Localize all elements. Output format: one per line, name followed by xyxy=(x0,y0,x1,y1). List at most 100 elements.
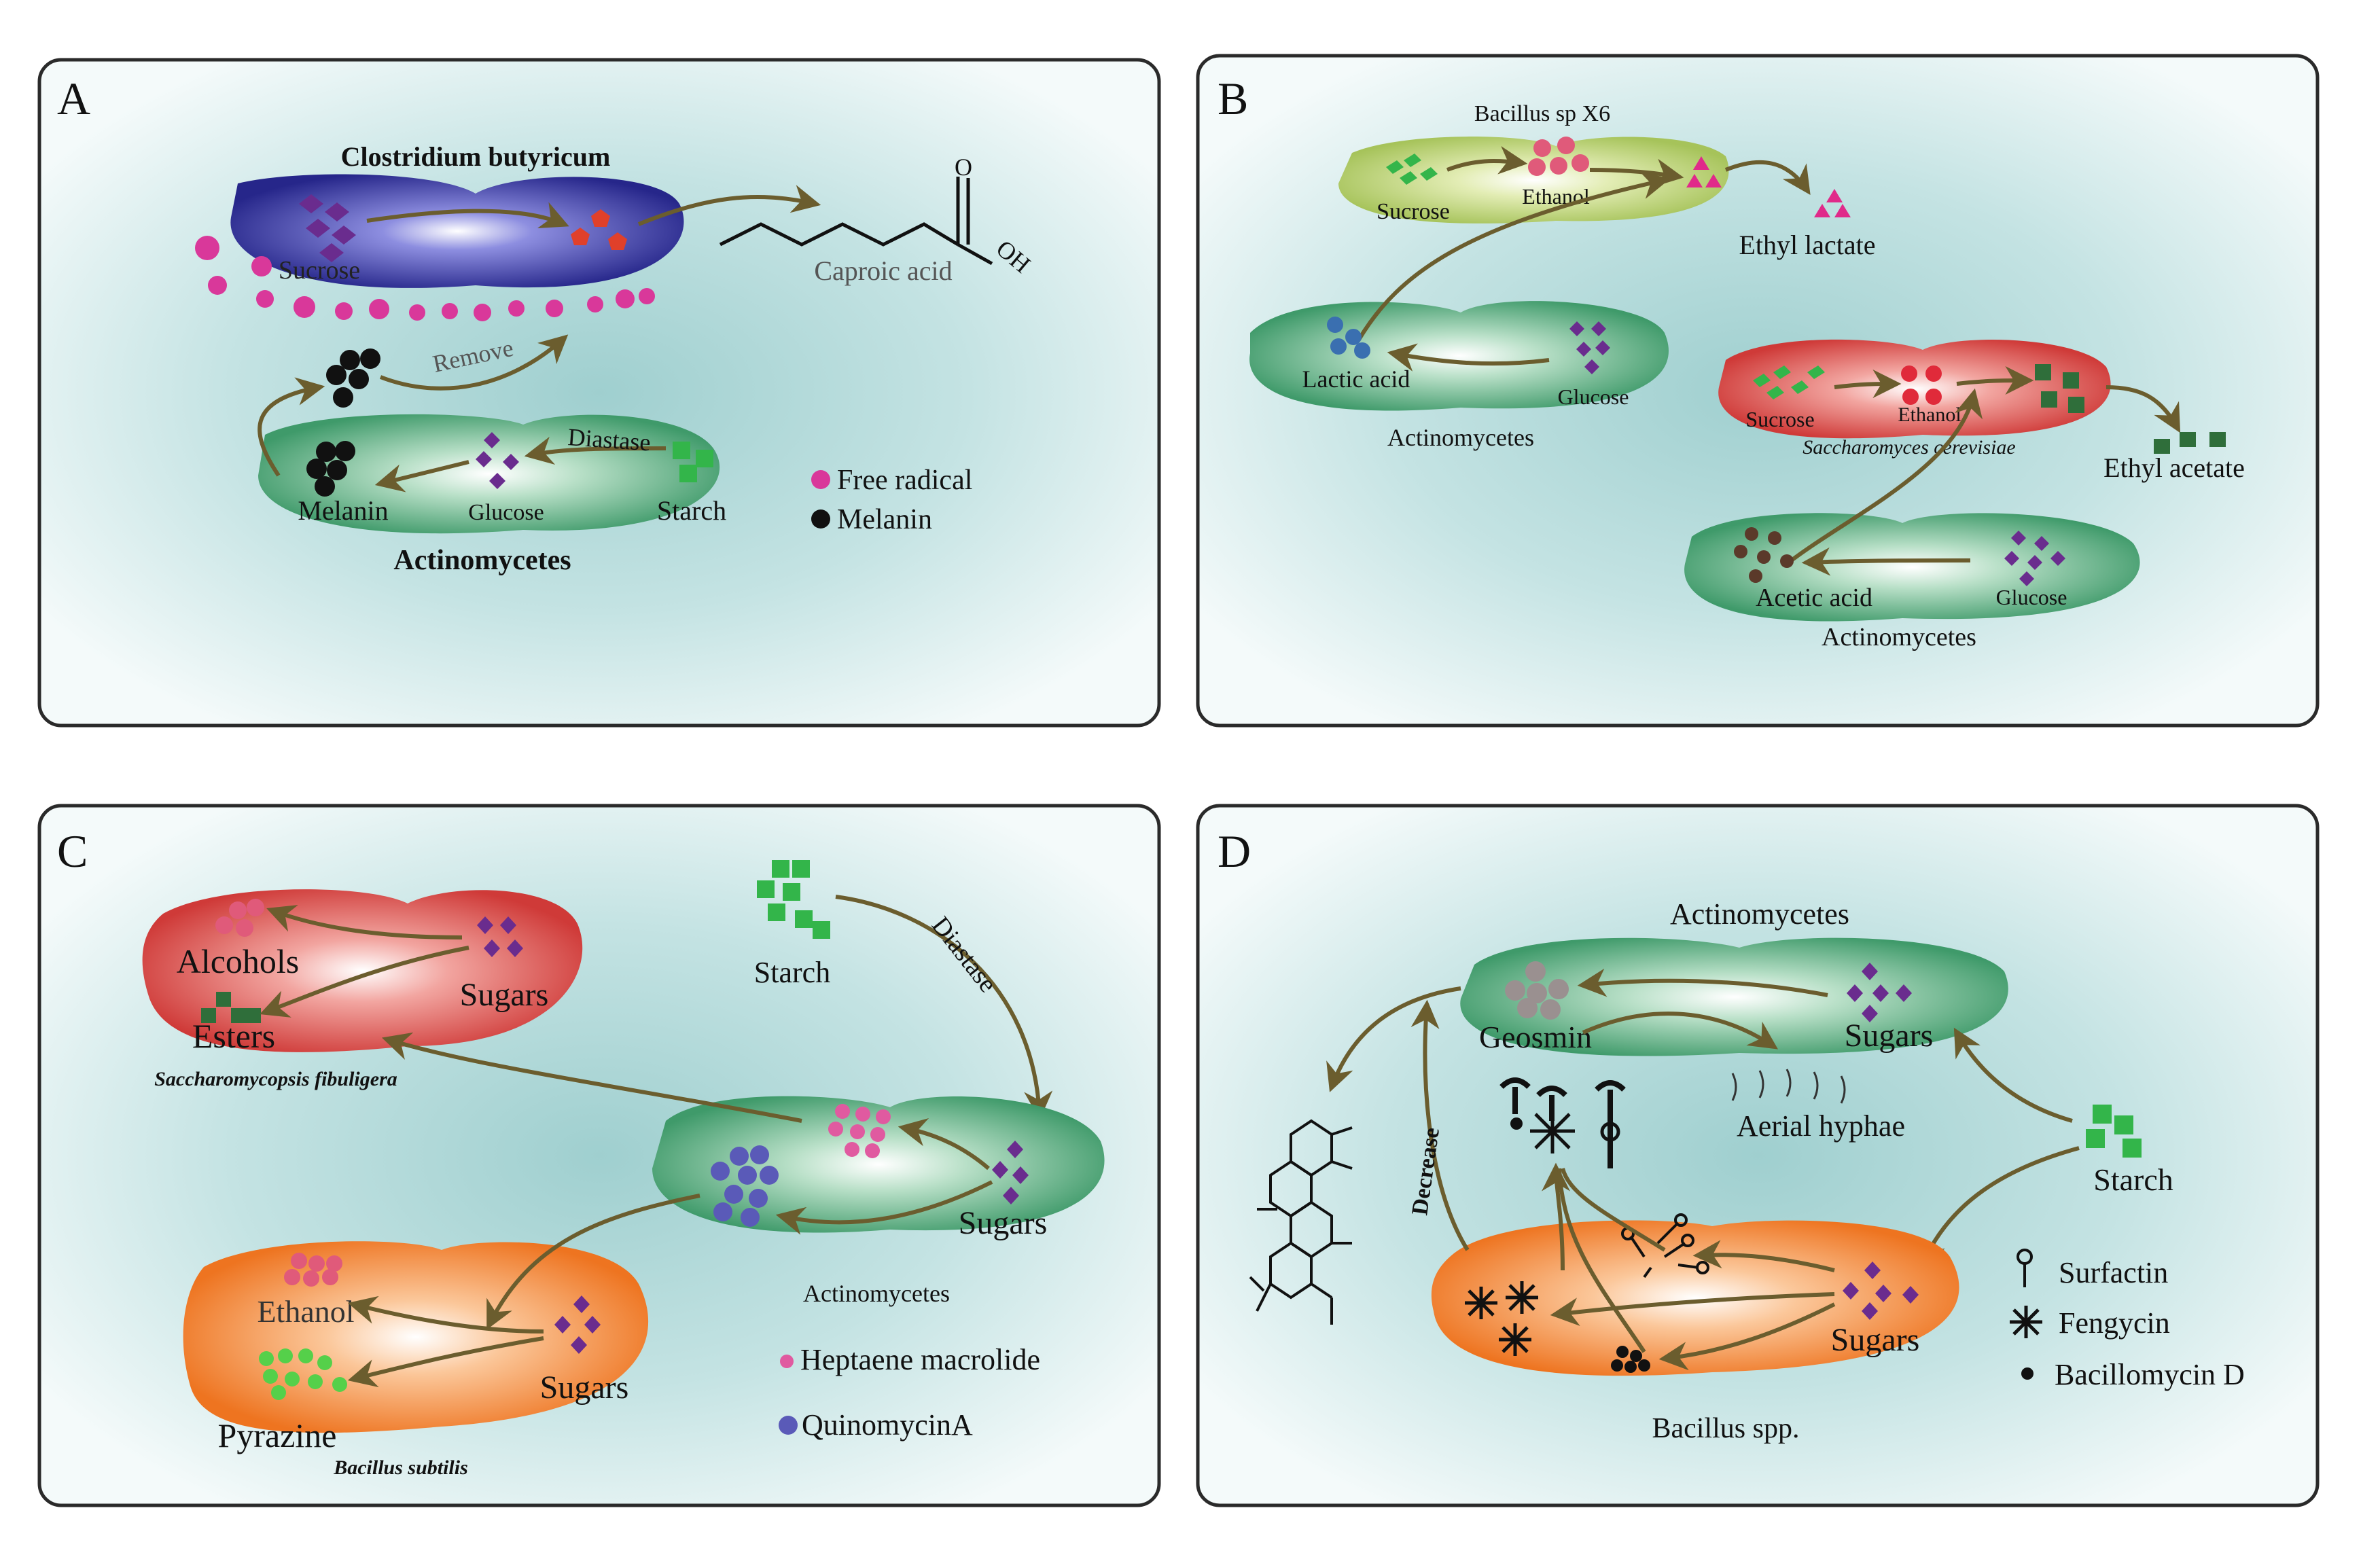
ethyl-lactate-triangles-in-icon xyxy=(1686,156,1722,187)
bacillus-x6-label: Bacillus sp X6 xyxy=(1474,101,1610,126)
starch-label-a: Starch xyxy=(657,495,726,526)
ethanol-label-c: Ethanol xyxy=(257,1294,354,1329)
arrow-sugars-quinomycin xyxy=(775,1180,993,1235)
fengycin-burst-top-icon xyxy=(1530,1109,1575,1153)
sugars-label-c2: Sugars xyxy=(959,1205,1048,1241)
sucrose-label-b1: Sucrose xyxy=(1377,199,1450,224)
pyrazine-label: Pyrazine xyxy=(218,1416,337,1454)
arrow-actino-to-bacillus-c xyxy=(486,1194,700,1330)
ethyl-acetate-squares-out-icon xyxy=(2154,432,2226,454)
arrow-sugars-geosmin xyxy=(1577,968,1828,997)
quinomycin-dots-cluster-icon xyxy=(711,1145,779,1227)
glucose-label-a: Glucose xyxy=(468,500,544,525)
aerial-hyphae-marks xyxy=(1731,1069,1846,1104)
arrow-starch-sugars-top xyxy=(1953,1027,2073,1123)
pink-dot-icon xyxy=(780,1355,794,1368)
diastase-label-a: Diastase xyxy=(567,423,651,456)
arrow-actino-to-yeast-c xyxy=(381,1032,802,1123)
sucrose-label-b2: Sucrose xyxy=(1745,407,1814,431)
sugars-diamonds-c2-icon xyxy=(992,1141,1029,1204)
arrow-starch-sugars-bottom xyxy=(1919,1146,2080,1269)
saccharomycopsis-label: Saccharomycopsis fibuligera xyxy=(154,1068,397,1090)
arrow-remove xyxy=(379,334,569,391)
arrow-glucose-lactic xyxy=(1387,343,1550,372)
panel-b: B Bacillus sp X6 Sucrose Ethanol Ethyl l… xyxy=(1196,54,2320,728)
arrow-geosmin-to-compound xyxy=(1326,986,1461,1092)
panel-c: C Alcohols Esters Sugars Saccharomycopsi… xyxy=(37,804,1161,1507)
arrow-fengycin-up xyxy=(1542,1162,1571,1271)
arrow-decrease xyxy=(1410,999,1470,1251)
legend-surfactin: Surfactin xyxy=(2059,1256,2168,1289)
caproic-acid-label: Caproic acid xyxy=(814,255,952,286)
legend-bacillomycin: Bacillomycin D xyxy=(2055,1358,2245,1391)
saccharomyces-label: Saccharomyces cerevisiae xyxy=(1802,436,2015,459)
sucrose-label-a: Sucrose xyxy=(279,256,360,285)
glucose-diamonds-b2-icon xyxy=(2004,531,2065,586)
arrow-sugars-fengycin xyxy=(1550,1292,1835,1327)
bacillomycin-top-icon xyxy=(1510,1117,1523,1130)
aerial-hyphae-label: Aerial hyphae xyxy=(1737,1109,1905,1143)
actinomycetes-label-c: Actinomycetes xyxy=(803,1280,950,1307)
ethanol-dots-b1-icon xyxy=(1528,137,1589,176)
actinomycetes-label-b2: Actinomycetes xyxy=(1822,623,1976,651)
arrow-sugars-alcohols xyxy=(266,905,463,939)
free-radical-stars-icon xyxy=(195,236,655,321)
sugars-label-d2: Sugars xyxy=(1831,1322,1920,1358)
melanin-dots-cell-icon xyxy=(306,441,355,497)
arrow-ethanol-acetate xyxy=(1956,366,2034,395)
caproic-acid-structure xyxy=(719,177,993,266)
pyrazine-green-icon xyxy=(259,1348,347,1400)
legend-heptaene: Heptaene macrolide xyxy=(800,1343,1040,1376)
arrow-sugars-heptaene xyxy=(898,1118,990,1170)
clostridium-label: Clostridium butyricum xyxy=(341,141,611,172)
fengycin-starburst-icon xyxy=(2010,1306,2042,1338)
legend-quinomycin: QuinomycinA xyxy=(802,1408,973,1442)
arrow-sugars-esters xyxy=(260,946,469,1018)
sugars-diamonds-d2-icon xyxy=(1843,1261,1919,1320)
actinomycetes-cell-b2 xyxy=(1684,513,2140,622)
esters-squares-icon xyxy=(201,992,261,1023)
arrow-surfactin-up xyxy=(1561,1168,1666,1252)
ethanol-label-b1: Ethanol xyxy=(1522,184,1590,209)
oxygen-label: O xyxy=(955,154,972,181)
legend-melanin: Melanin xyxy=(837,504,932,535)
melanin-dots-top-icon xyxy=(326,348,380,408)
arrow-sugars-surfactin xyxy=(1692,1240,1835,1272)
saccharomyces-cell xyxy=(1718,339,2111,439)
bacillus-subtilis-cell xyxy=(183,1241,649,1433)
arrow-acetate-out xyxy=(2106,385,2181,433)
panel-c-letter: C xyxy=(57,825,88,877)
glucose-label-b1: Glucose xyxy=(1558,384,1629,409)
ethanol-dots-c-icon xyxy=(284,1253,342,1287)
sugars-label-c1: Sugars xyxy=(460,977,549,1013)
black-dot-icon xyxy=(811,509,830,529)
sucrose-green-b1-icon xyxy=(1386,154,1438,185)
glucose-diamonds-b1-icon xyxy=(1569,321,1610,374)
glucose-diamonds-a-icon xyxy=(476,432,519,489)
bacillus-x6-cell xyxy=(1338,137,1729,223)
fengycin-cluster-icon xyxy=(1465,1281,1538,1356)
arrow-sucrose-ethanol-b2 xyxy=(1834,370,1902,399)
starch-squares-a-icon xyxy=(673,442,713,482)
geosmin-dots-icon xyxy=(1505,961,1569,1020)
arrow-to-caproic xyxy=(637,185,821,226)
starch-label-c: Starch xyxy=(754,956,830,989)
arrow-starch-to-glucose xyxy=(524,436,667,465)
clostridium-cell xyxy=(230,174,684,288)
geosmin-label: Geosmin xyxy=(1479,1020,1592,1054)
actinomycetes-label-b1: Actinomycetes xyxy=(1387,424,1534,451)
sugars-diamonds-d1-icon xyxy=(1847,963,1912,1022)
ethyl-lactate-triangles-out-icon xyxy=(1814,189,1851,217)
legend-fengycin: Fengycin xyxy=(2059,1306,2170,1340)
sugars-label-c3: Sugars xyxy=(540,1370,629,1406)
panel-d-letter: D xyxy=(1218,825,1251,877)
actinomycetes-label-a: Actinomycetes xyxy=(393,545,571,576)
magenta-star-icon xyxy=(811,470,830,489)
sucrose-diamonds-icon xyxy=(299,194,356,262)
panel-a-letter: A xyxy=(57,73,90,124)
arrow-bacillomycin-up xyxy=(1557,1168,1646,1353)
panel-a: A Clostridium butyricum Sucrose O OH Cap… xyxy=(37,58,1161,728)
arrow-sugars-bacillomycin xyxy=(1658,1302,1836,1371)
legend-free-radical: Free radical xyxy=(837,465,972,496)
arrow-sucrose-ethanol-b1 xyxy=(1446,145,1528,175)
